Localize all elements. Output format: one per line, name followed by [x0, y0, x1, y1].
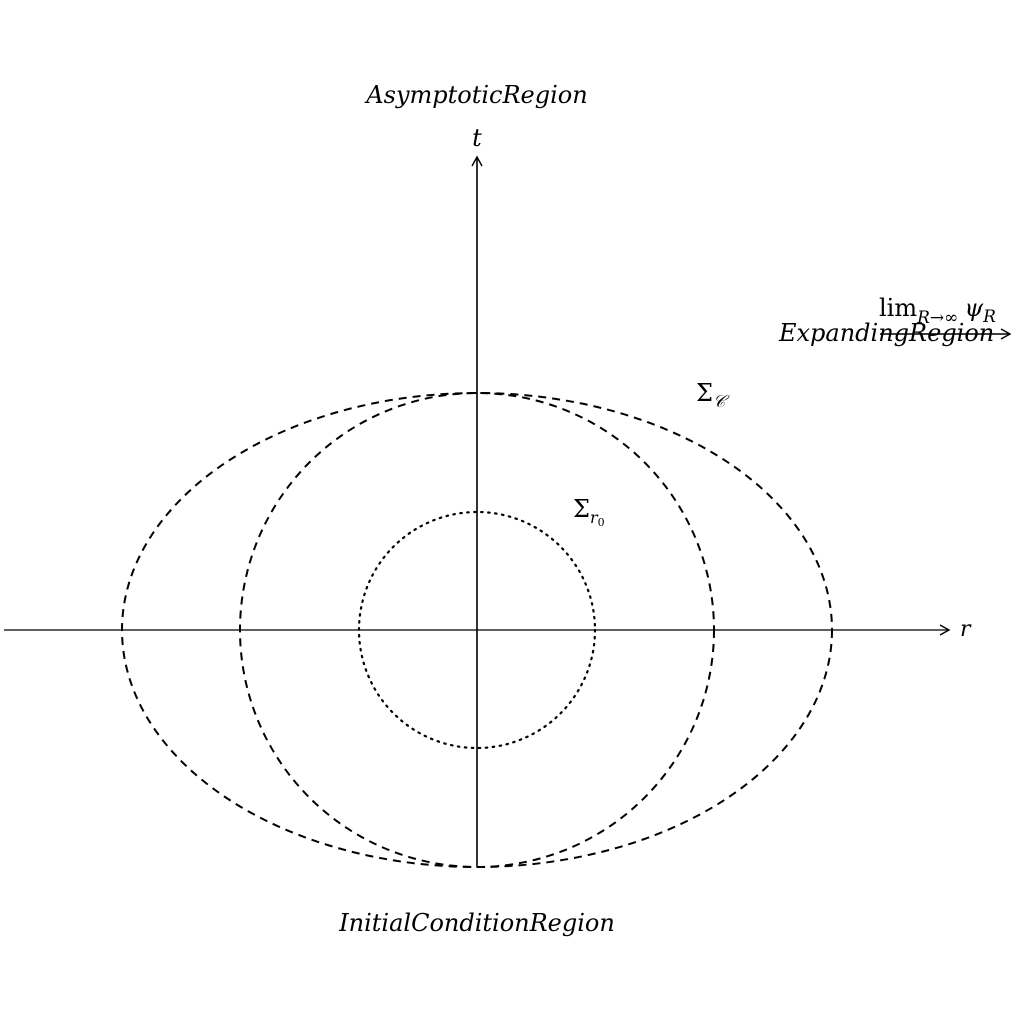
- asymptotic-region-label: AsymptoticRegion: [364, 81, 587, 109]
- sigma-c-dashed-circle: [239, 392, 715, 868]
- outer-dashed-ellipse: [121, 392, 833, 868]
- expanding-region-label: ExpandingRegion: [778, 319, 994, 347]
- t-axis-label: t: [472, 124, 482, 152]
- r-axis-label: r: [960, 617, 972, 642]
- sigma-r0-dotted-circle: [357, 510, 597, 750]
- limit-label: limR→∞ψR: [879, 294, 996, 328]
- sigma-r0-label: Σr0: [573, 495, 605, 529]
- initial-condition-region-label: InitialConditionRegion: [338, 909, 615, 937]
- sigma-c-label: Σ𝒞: [696, 379, 730, 412]
